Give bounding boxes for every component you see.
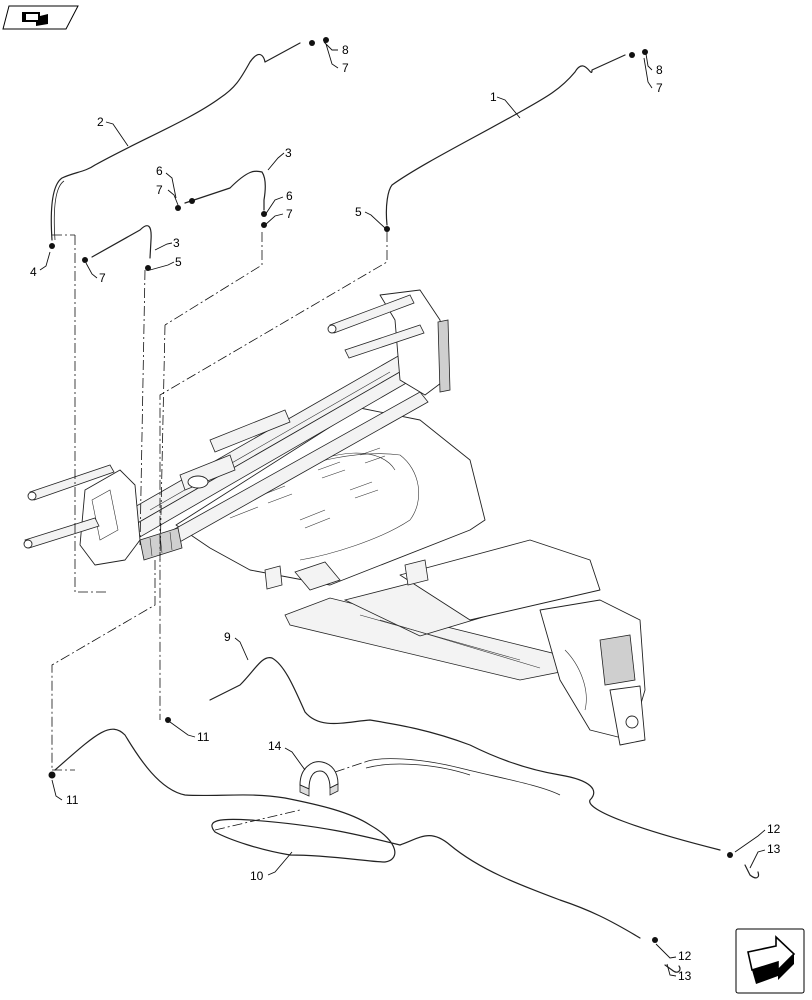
callout-7: 7 <box>342 61 349 75</box>
hose-2 <box>50 42 301 241</box>
callout-8: 8 <box>656 63 663 77</box>
hose-9 <box>209 657 721 851</box>
hose-10 <box>54 728 641 939</box>
machine-frame <box>23 289 646 746</box>
callout-14: 14 <box>268 739 282 753</box>
hose-1 <box>385 54 626 226</box>
callout-12: 12 <box>767 822 781 836</box>
callout-5: 5 <box>175 255 182 269</box>
callout-4: 4 <box>30 265 37 279</box>
callout-7: 7 <box>99 271 106 285</box>
callout-3: 3 <box>173 236 180 250</box>
callout-10: 10 <box>250 869 264 883</box>
callout-13: 13 <box>767 842 781 856</box>
hose-3-upper <box>184 170 266 211</box>
callout-13: 13 <box>678 969 692 983</box>
next-page-button[interactable] <box>735 928 805 994</box>
callout-6: 6 <box>286 189 293 203</box>
back-to-index-button[interactable] <box>2 5 79 30</box>
callout-8: 8 <box>342 43 349 57</box>
leader-lines <box>39 41 766 977</box>
callout-2: 2 <box>97 115 104 129</box>
callout-11: 11 <box>66 793 79 807</box>
hose-3-lower <box>91 225 152 259</box>
callout-7: 7 <box>286 207 293 221</box>
next-page-arrow-icon <box>747 935 796 984</box>
callout-11: 11 <box>197 730 210 744</box>
callout-7: 7 <box>656 81 663 95</box>
callout-9: 9 <box>224 630 231 644</box>
callout-7: 7 <box>156 183 163 197</box>
grommet-14 <box>299 761 339 797</box>
alignment-lines <box>51 232 388 831</box>
book-page-back-icon <box>22 12 48 26</box>
callout-labels: 1 2 3 3 4 5 5 6 6 7 7 7 7 7 7 8 8 9 10 1… <box>30 43 781 983</box>
callout-3: 3 <box>285 146 292 160</box>
callout-1: 1 <box>490 90 497 104</box>
callout-12: 12 <box>678 949 692 963</box>
callout-5: 5 <box>355 205 362 219</box>
fittings <box>48 37 760 973</box>
callout-6: 6 <box>156 164 163 178</box>
